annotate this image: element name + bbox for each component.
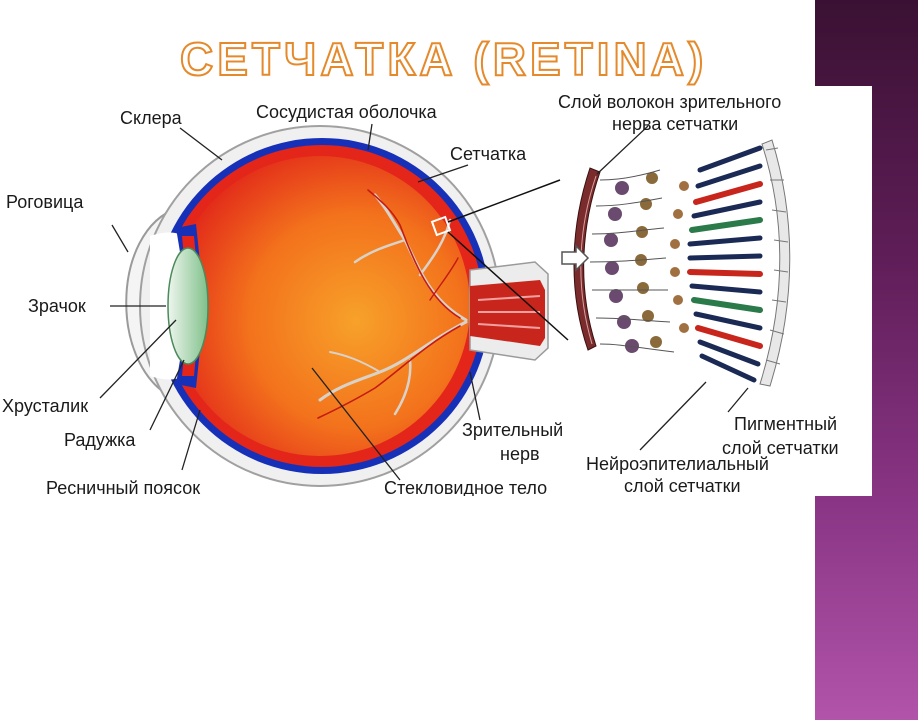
retina-layers-detail bbox=[561, 139, 791, 387]
photoreceptor-layer bbox=[687, 145, 763, 383]
label-ciliary-zonule: Ресничный поясок bbox=[46, 478, 200, 496]
lens-shape bbox=[167, 247, 209, 365]
retinal-neurons bbox=[589, 169, 689, 353]
label-optic-nerve-line2: нерв bbox=[500, 444, 540, 464]
label-pigment-layer-line1: Пигментный bbox=[734, 414, 837, 434]
label-vitreous-body: Стекловидное тело bbox=[384, 478, 547, 496]
label-neuroepithelial-layer-line2: слой сетчатки bbox=[624, 476, 741, 496]
nerve-fiber-layer-band bbox=[573, 167, 601, 351]
label-retina: Сетчатка bbox=[450, 144, 527, 164]
label-cornea: Роговица bbox=[6, 192, 84, 212]
label-choroid: Сосудистая оболочка bbox=[256, 102, 438, 122]
label-pigment-layer-line2: слой сетчатки bbox=[722, 438, 839, 458]
eye-cross-section bbox=[125, 125, 549, 487]
pigment-layer-band bbox=[759, 139, 791, 387]
zoom-region-marker bbox=[430, 215, 452, 237]
eye-diagram: Склера Сосудистая оболочка Сетчатка Рого… bbox=[2, 92, 839, 496]
light-direction-arrow bbox=[561, 244, 590, 272]
diagram-labels: Склера Сосудистая оболочка Сетчатка Рого… bbox=[2, 92, 839, 496]
eye-diagram-figure: Склера Сосудистая оболочка Сетчатка Рого… bbox=[0, 86, 872, 496]
label-iris: Радужка bbox=[64, 430, 136, 450]
label-optic-nerve-line1: Зрительный bbox=[462, 420, 563, 440]
slide-title: СЕТЧАТКА (RETINA) bbox=[179, 32, 708, 86]
zoom-line-lower bbox=[447, 231, 569, 341]
label-lens: Хрусталик bbox=[2, 396, 88, 416]
vitreous-body-shape bbox=[170, 156, 470, 456]
label-fiber-layer-line1: Слой волокон зрительного bbox=[558, 92, 781, 112]
retinal-blood-vessels bbox=[317, 189, 468, 419]
label-sclera: Склера bbox=[120, 108, 183, 128]
leader-lines bbox=[99, 123, 749, 481]
label-pupil: Зрачок bbox=[28, 296, 86, 316]
zoom-line-upper bbox=[447, 179, 561, 223]
optic-nerve-fibers bbox=[477, 295, 541, 329]
label-fiber-layer-line2: нерва сетчатки bbox=[612, 114, 738, 134]
label-neuroepithelial-layer-line1: Нейроэпителиальный bbox=[586, 454, 769, 474]
